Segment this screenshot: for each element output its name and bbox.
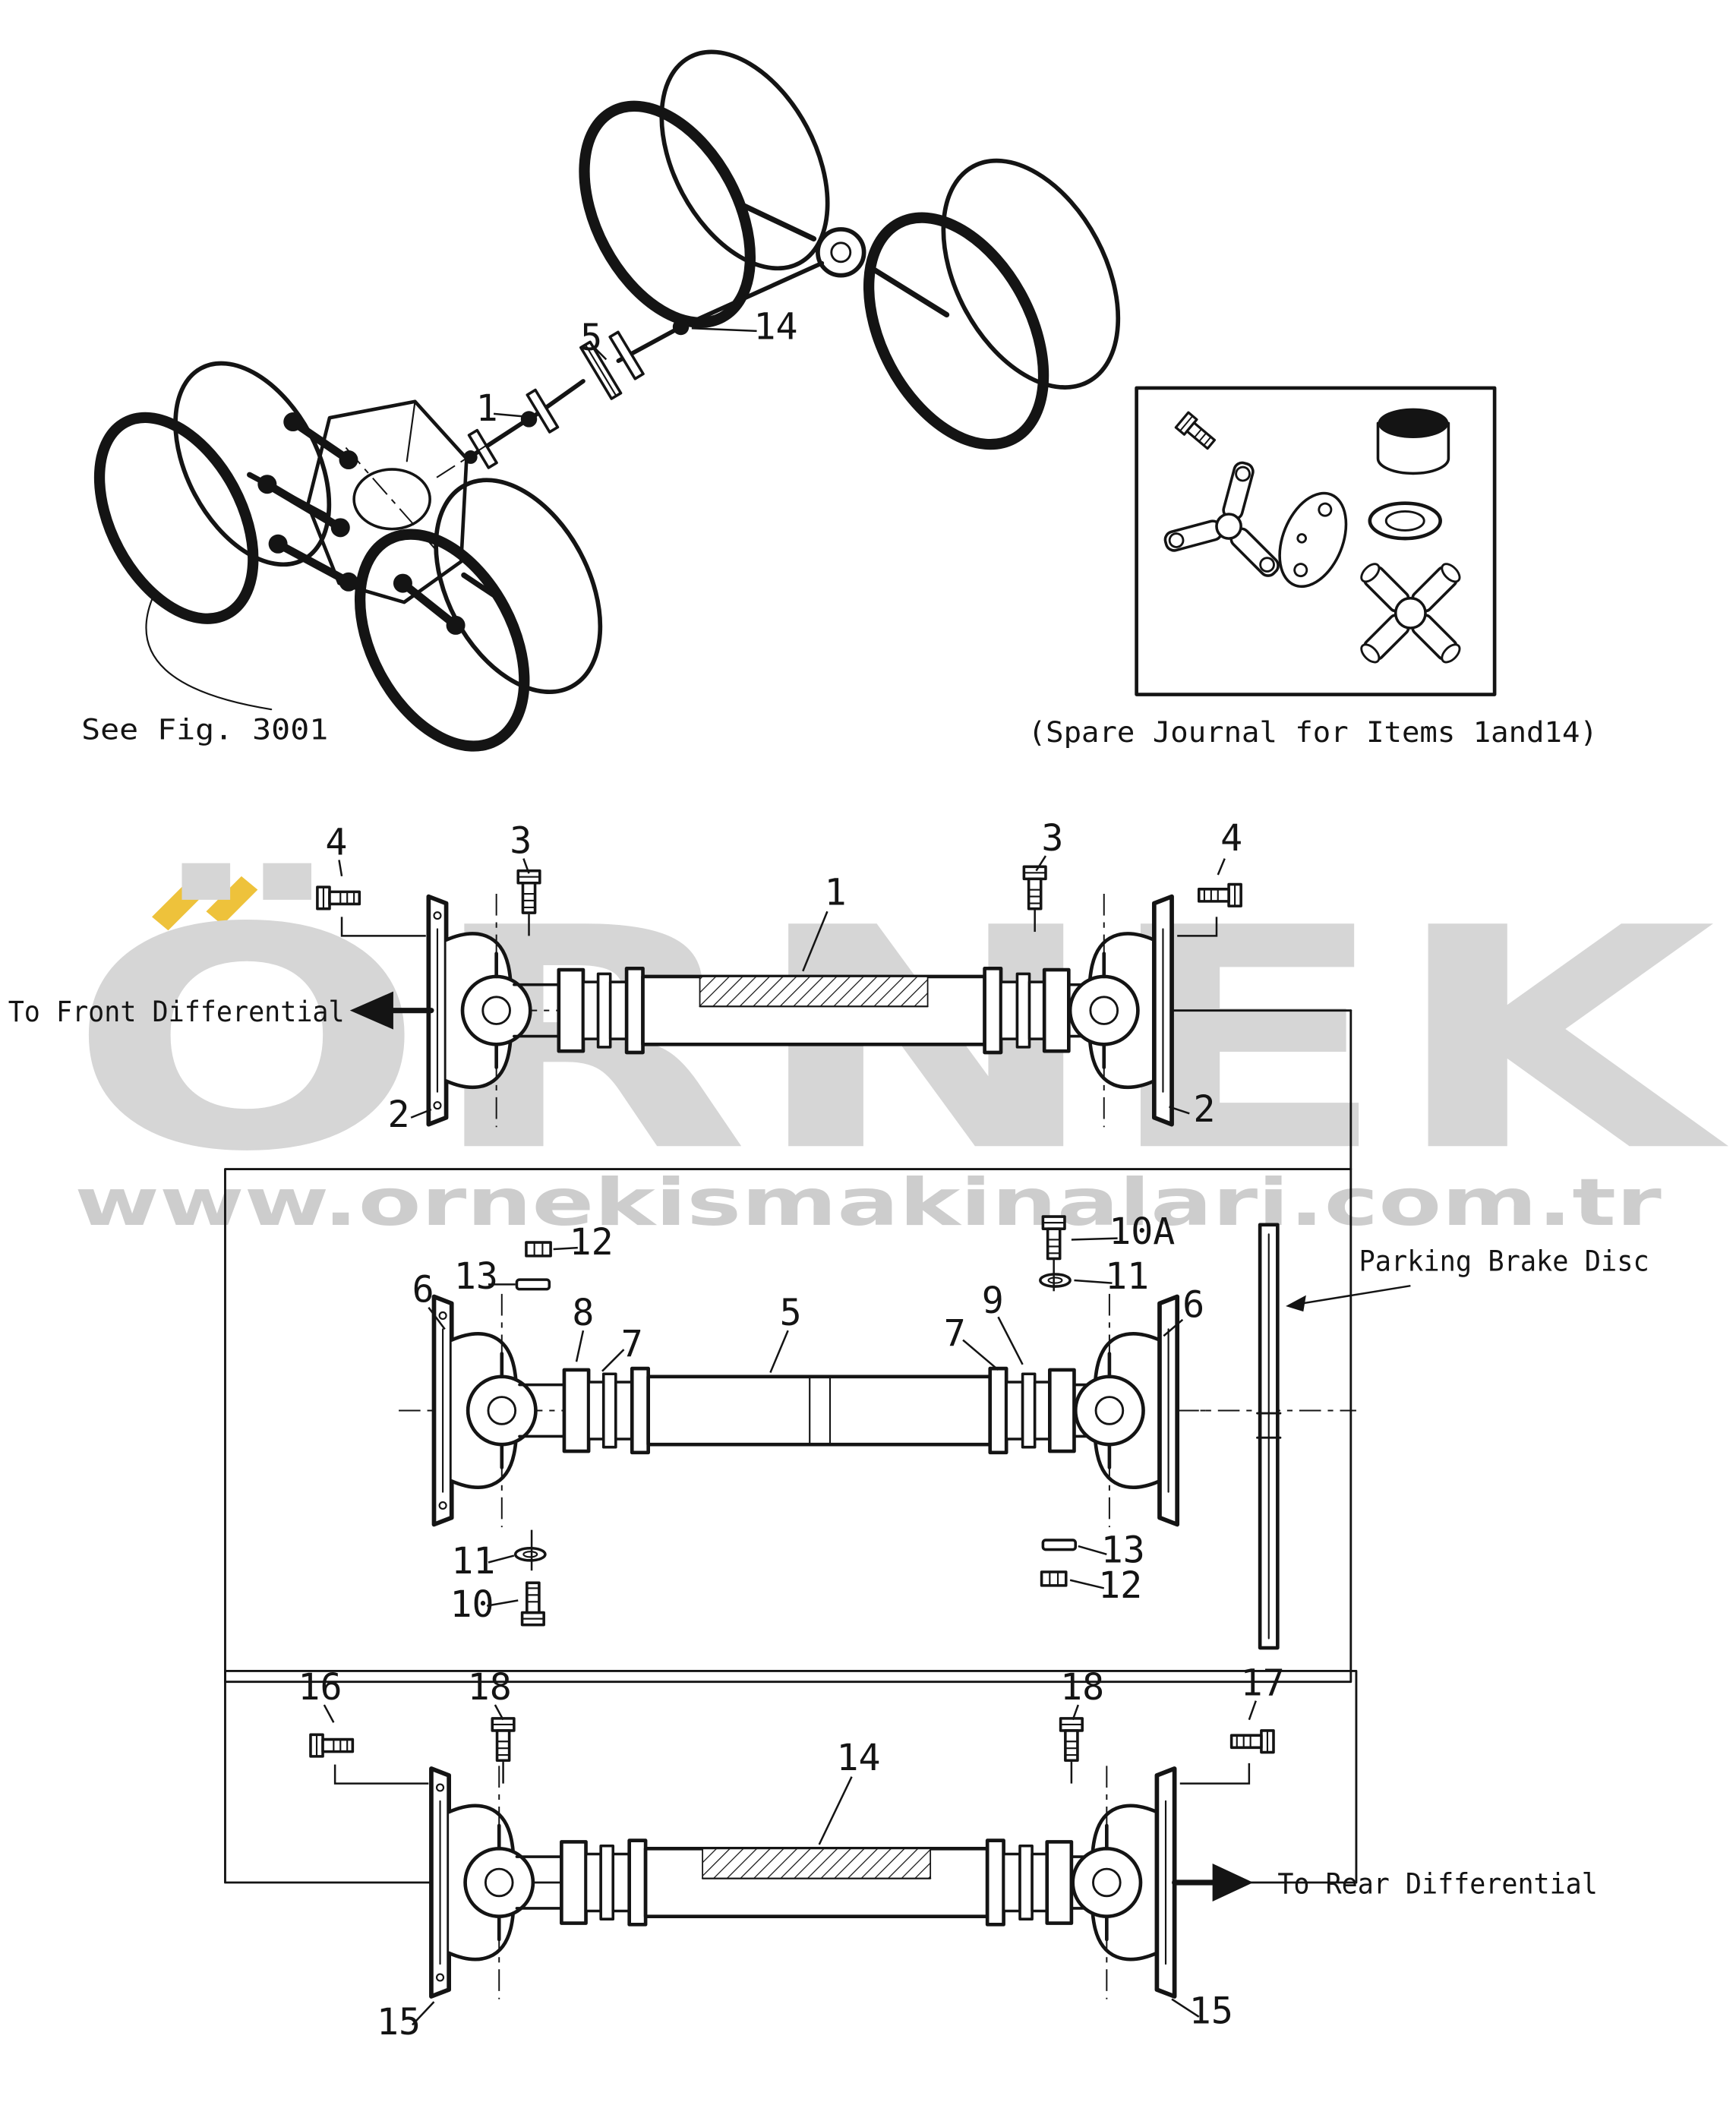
callout-15-right: 15 xyxy=(1189,1990,1233,2033)
rear-axle-inner-wheel xyxy=(659,49,830,271)
callout-1-overview: 1 xyxy=(476,387,498,430)
driveline-overview-schematic: 5 1 14 See Fig. 3001 xyxy=(81,49,1121,752)
parking-brake-disc xyxy=(1256,1223,1282,1650)
callout-4-right: 4 xyxy=(1220,817,1242,860)
callout-7-left: 7 xyxy=(621,1323,643,1365)
callout-12-bottom: 12 xyxy=(1098,1564,1142,1607)
center-propeller-shaft: Parking Brake Disc 12 13 6 8 7 5 9 7 6 1… xyxy=(399,1210,1649,1650)
front-axle-outer-wheel-2 xyxy=(354,529,530,752)
callout-4-left: 4 xyxy=(325,821,347,863)
inset-bearing-cup xyxy=(1376,408,1450,475)
leader-arrow-icon xyxy=(1286,1295,1306,1312)
callout-5-tube: 5 xyxy=(780,1292,802,1334)
callout-12-top: 12 xyxy=(570,1221,614,1264)
callout-7-right: 7 xyxy=(944,1312,966,1355)
callout-10: 10 xyxy=(450,1583,494,1626)
callout-3-right: 3 xyxy=(1041,817,1063,860)
rear-axle-outer-wheel xyxy=(579,100,756,328)
callout-8: 8 xyxy=(572,1292,594,1334)
spare-journal-caption: (Spare Journal for Items 1and14) xyxy=(1028,715,1598,749)
plate-13-bottom-icon xyxy=(1041,1539,1078,1551)
callout-9: 9 xyxy=(982,1280,1004,1322)
rear-shaft-hatched-tube xyxy=(702,1848,932,1879)
callout-13-top: 13 xyxy=(454,1255,498,1298)
callout-3-left: 3 xyxy=(510,819,532,862)
watermark-umlaut-left-icon xyxy=(152,881,204,931)
to-rear-differential-label: To Rear Differential xyxy=(1277,1867,1597,1900)
rear-propeller-shaft: To Rear Differential 16 18 14 18 17 15 1… xyxy=(298,1662,1597,2044)
callout-11-bottom: 11 xyxy=(451,1540,495,1583)
callout-2-right: 2 xyxy=(1193,1088,1215,1131)
left-arrow-icon xyxy=(349,991,393,1030)
callout-15-left: 15 xyxy=(377,2001,421,2044)
nut-12-bottom-icon xyxy=(1040,1570,1068,1587)
callout-2-left: 2 xyxy=(388,1094,410,1136)
washer-11-top-icon xyxy=(1039,1273,1072,1288)
callout-6-left: 6 xyxy=(412,1269,434,1311)
front-propeller-shaft: To Front Differential 4 3 1 3 4 2 2 xyxy=(8,817,1242,1136)
see-fig-caption: See Fig. 3001 xyxy=(81,712,328,746)
callout-5-overview: 5 xyxy=(580,317,602,359)
callout-11-top: 11 xyxy=(1105,1255,1149,1298)
front-shaft-hatched-tube xyxy=(699,976,929,1008)
spare-journal-inset: (Spare Journal for Items 1and14) xyxy=(1028,386,1598,749)
front-axle-outer-wheel xyxy=(93,412,259,624)
callout-1-tube: 1 xyxy=(825,871,847,914)
callout-14-overview: 14 xyxy=(754,306,798,349)
inset-cross-journal xyxy=(1360,563,1461,664)
tie-rods xyxy=(257,412,466,635)
callout-6-right: 6 xyxy=(1182,1283,1204,1326)
nut-12-top-icon xyxy=(525,1241,552,1258)
right-arrow-icon xyxy=(1212,1863,1254,1902)
inset-spider xyxy=(1163,461,1280,577)
callout-13-bottom: 13 xyxy=(1101,1529,1145,1572)
to-front-differential-label: To Front Differential xyxy=(8,995,345,1028)
callout-10a: 10A xyxy=(1109,1210,1175,1253)
callout-18-right: 18 xyxy=(1060,1666,1104,1709)
watermark-umlaut-right-icon xyxy=(206,876,258,926)
inset-flange-plate xyxy=(1278,491,1348,589)
rear-axle-outer-wheel-2 xyxy=(863,212,1049,450)
parking-brake-disc-label: Parking Brake Disc xyxy=(1359,1245,1649,1278)
watermark: ÖRNEK www.ornekismakinalari.com.tr xyxy=(68,860,1731,1241)
callout-16: 16 xyxy=(298,1666,342,1709)
callout-14-tube: 14 xyxy=(836,1737,880,1779)
inset-bearing-race xyxy=(1368,501,1442,541)
inset-border xyxy=(1135,386,1497,696)
washer-11-bottom-icon xyxy=(513,1546,547,1562)
watermark-url: www.ornekismakinalari.com.tr xyxy=(74,1165,1662,1241)
plate-13-top-icon xyxy=(515,1278,551,1291)
rear-axle-inner-wheel-2 xyxy=(941,158,1121,390)
callout-18-left: 18 xyxy=(468,1666,512,1709)
callout-17: 17 xyxy=(1241,1662,1285,1705)
